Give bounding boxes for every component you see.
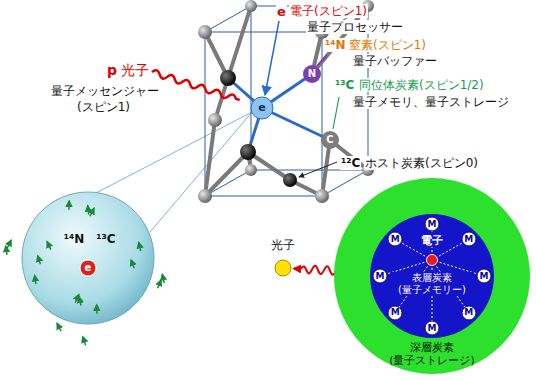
spin-arrow (90, 208, 94, 216)
annotation-label: 電子(スピン1) (289, 4, 368, 18)
memory-node: M (388, 306, 402, 320)
spin-arrow (158, 280, 161, 288)
spin-arrow (7, 240, 11, 248)
coupling-lines (380, 224, 484, 328)
annotation-label: 量子バッファー (352, 54, 438, 68)
memory-circle (425, 217, 439, 231)
black-carbon-atoms (220, 70, 297, 187)
node-shape (22, 192, 154, 324)
annotation-label: 同位体炭素(スピン1/2) (358, 78, 485, 92)
spin-arrow (38, 256, 41, 265)
spin-arrow (68, 201, 70, 210)
annotation-label: 量子メモリ、量子ストレージ (352, 95, 510, 109)
memory-node: M (373, 269, 387, 283)
node-text: 電子 (420, 234, 444, 247)
atom-symbol: N (308, 68, 316, 80)
memory-node: M (462, 306, 476, 320)
c13-leader (333, 97, 339, 129)
node-text: M (391, 307, 400, 318)
spin-arrow (79, 297, 81, 306)
nv-sphere: ¹⁴N ¹³C e (22, 192, 154, 324)
annotation-label: 量子メッセンジャー (50, 84, 160, 98)
memory-circle (462, 306, 476, 320)
atom-symbol: e (258, 101, 265, 114)
electron-leader (265, 21, 279, 95)
node-text: M (376, 271, 385, 282)
photon-node: 光子 (268, 238, 298, 278)
memory-circle (462, 232, 476, 246)
node-text: M (428, 219, 437, 230)
surface-carbon-region: 電子表層炭素 (量子メモリー) M M M M M M M M (370, 214, 494, 338)
memory-circle (388, 232, 402, 246)
node-text: 深層炭素 (量子ストレージ) (377, 341, 487, 367)
c12-leader (299, 162, 337, 177)
annotation-label: e (276, 4, 287, 20)
annotation-label: ¹⁴N (324, 38, 347, 52)
memory-circle (373, 269, 387, 283)
spin-arrow (139, 242, 141, 251)
atom-symbol: C (326, 134, 333, 146)
memory-node: M (462, 232, 476, 246)
deep-carbon-circle (334, 178, 530, 374)
memory-circle (388, 306, 402, 320)
node-text: ¹³C (96, 232, 115, 246)
electron-site (251, 97, 273, 119)
memory-node: M (477, 269, 491, 283)
vacancy-bonds (228, 74, 330, 152)
surface-carbon-circle (370, 214, 494, 338)
node-text: 表層炭素 (量子メモリー) (391, 272, 473, 296)
nitrogen-atom (303, 65, 321, 83)
annotation-label: ¹²C (340, 156, 361, 170)
photon-circle (275, 260, 291, 276)
annotation-label: 光子 (120, 62, 150, 79)
spin-arrow (131, 260, 134, 268)
electron-dot (427, 255, 438, 266)
spin-arrow (6, 246, 7, 255)
unit-cell (205, 6, 368, 196)
annotation-label: p (106, 62, 118, 79)
node-text: M (428, 323, 437, 334)
memory-circle (425, 321, 439, 335)
spin-arrow (35, 275, 36, 284)
node-text: M (480, 271, 489, 282)
spin-arrow (162, 274, 164, 283)
annotation-label: ¹³C (334, 78, 355, 92)
node-text: M (464, 234, 473, 245)
spin-arrow (57, 323, 61, 331)
electron-dot (80, 260, 96, 276)
spin-arrow (83, 337, 86, 346)
spin-arrow (75, 294, 79, 302)
c13-atom (321, 131, 339, 149)
photon-wave (151, 69, 240, 103)
node-text: ¹⁴N (64, 232, 85, 246)
spin-arrow (47, 241, 51, 249)
nitrogen-leader (317, 55, 327, 66)
spin-arrow (87, 206, 89, 215)
spin-arrow (96, 305, 98, 314)
annotation-label: 窒素(スピン1) (348, 38, 427, 52)
annotation-label: 量子プロセッサー (306, 20, 404, 34)
annotation-label: ホスト炭素(スピン0) (364, 156, 479, 170)
annotation-label: (スピン1) (76, 100, 131, 114)
node-text: 光子 (271, 238, 295, 252)
node-text: M (464, 307, 473, 318)
node-text: e (85, 262, 92, 274)
memory-node: M (388, 232, 402, 246)
deep-carbon-region: 深層炭素 (量子ストレージ) 電子表層炭素 (量子メモリー) M M M M M M M M (334, 178, 530, 374)
memory-node: M (425, 321, 439, 335)
host-bonds (205, 6, 368, 196)
memory-circle (477, 269, 491, 283)
node-text: M (391, 234, 400, 245)
sphere-shape (22, 192, 154, 324)
memory-node: M (425, 217, 439, 231)
